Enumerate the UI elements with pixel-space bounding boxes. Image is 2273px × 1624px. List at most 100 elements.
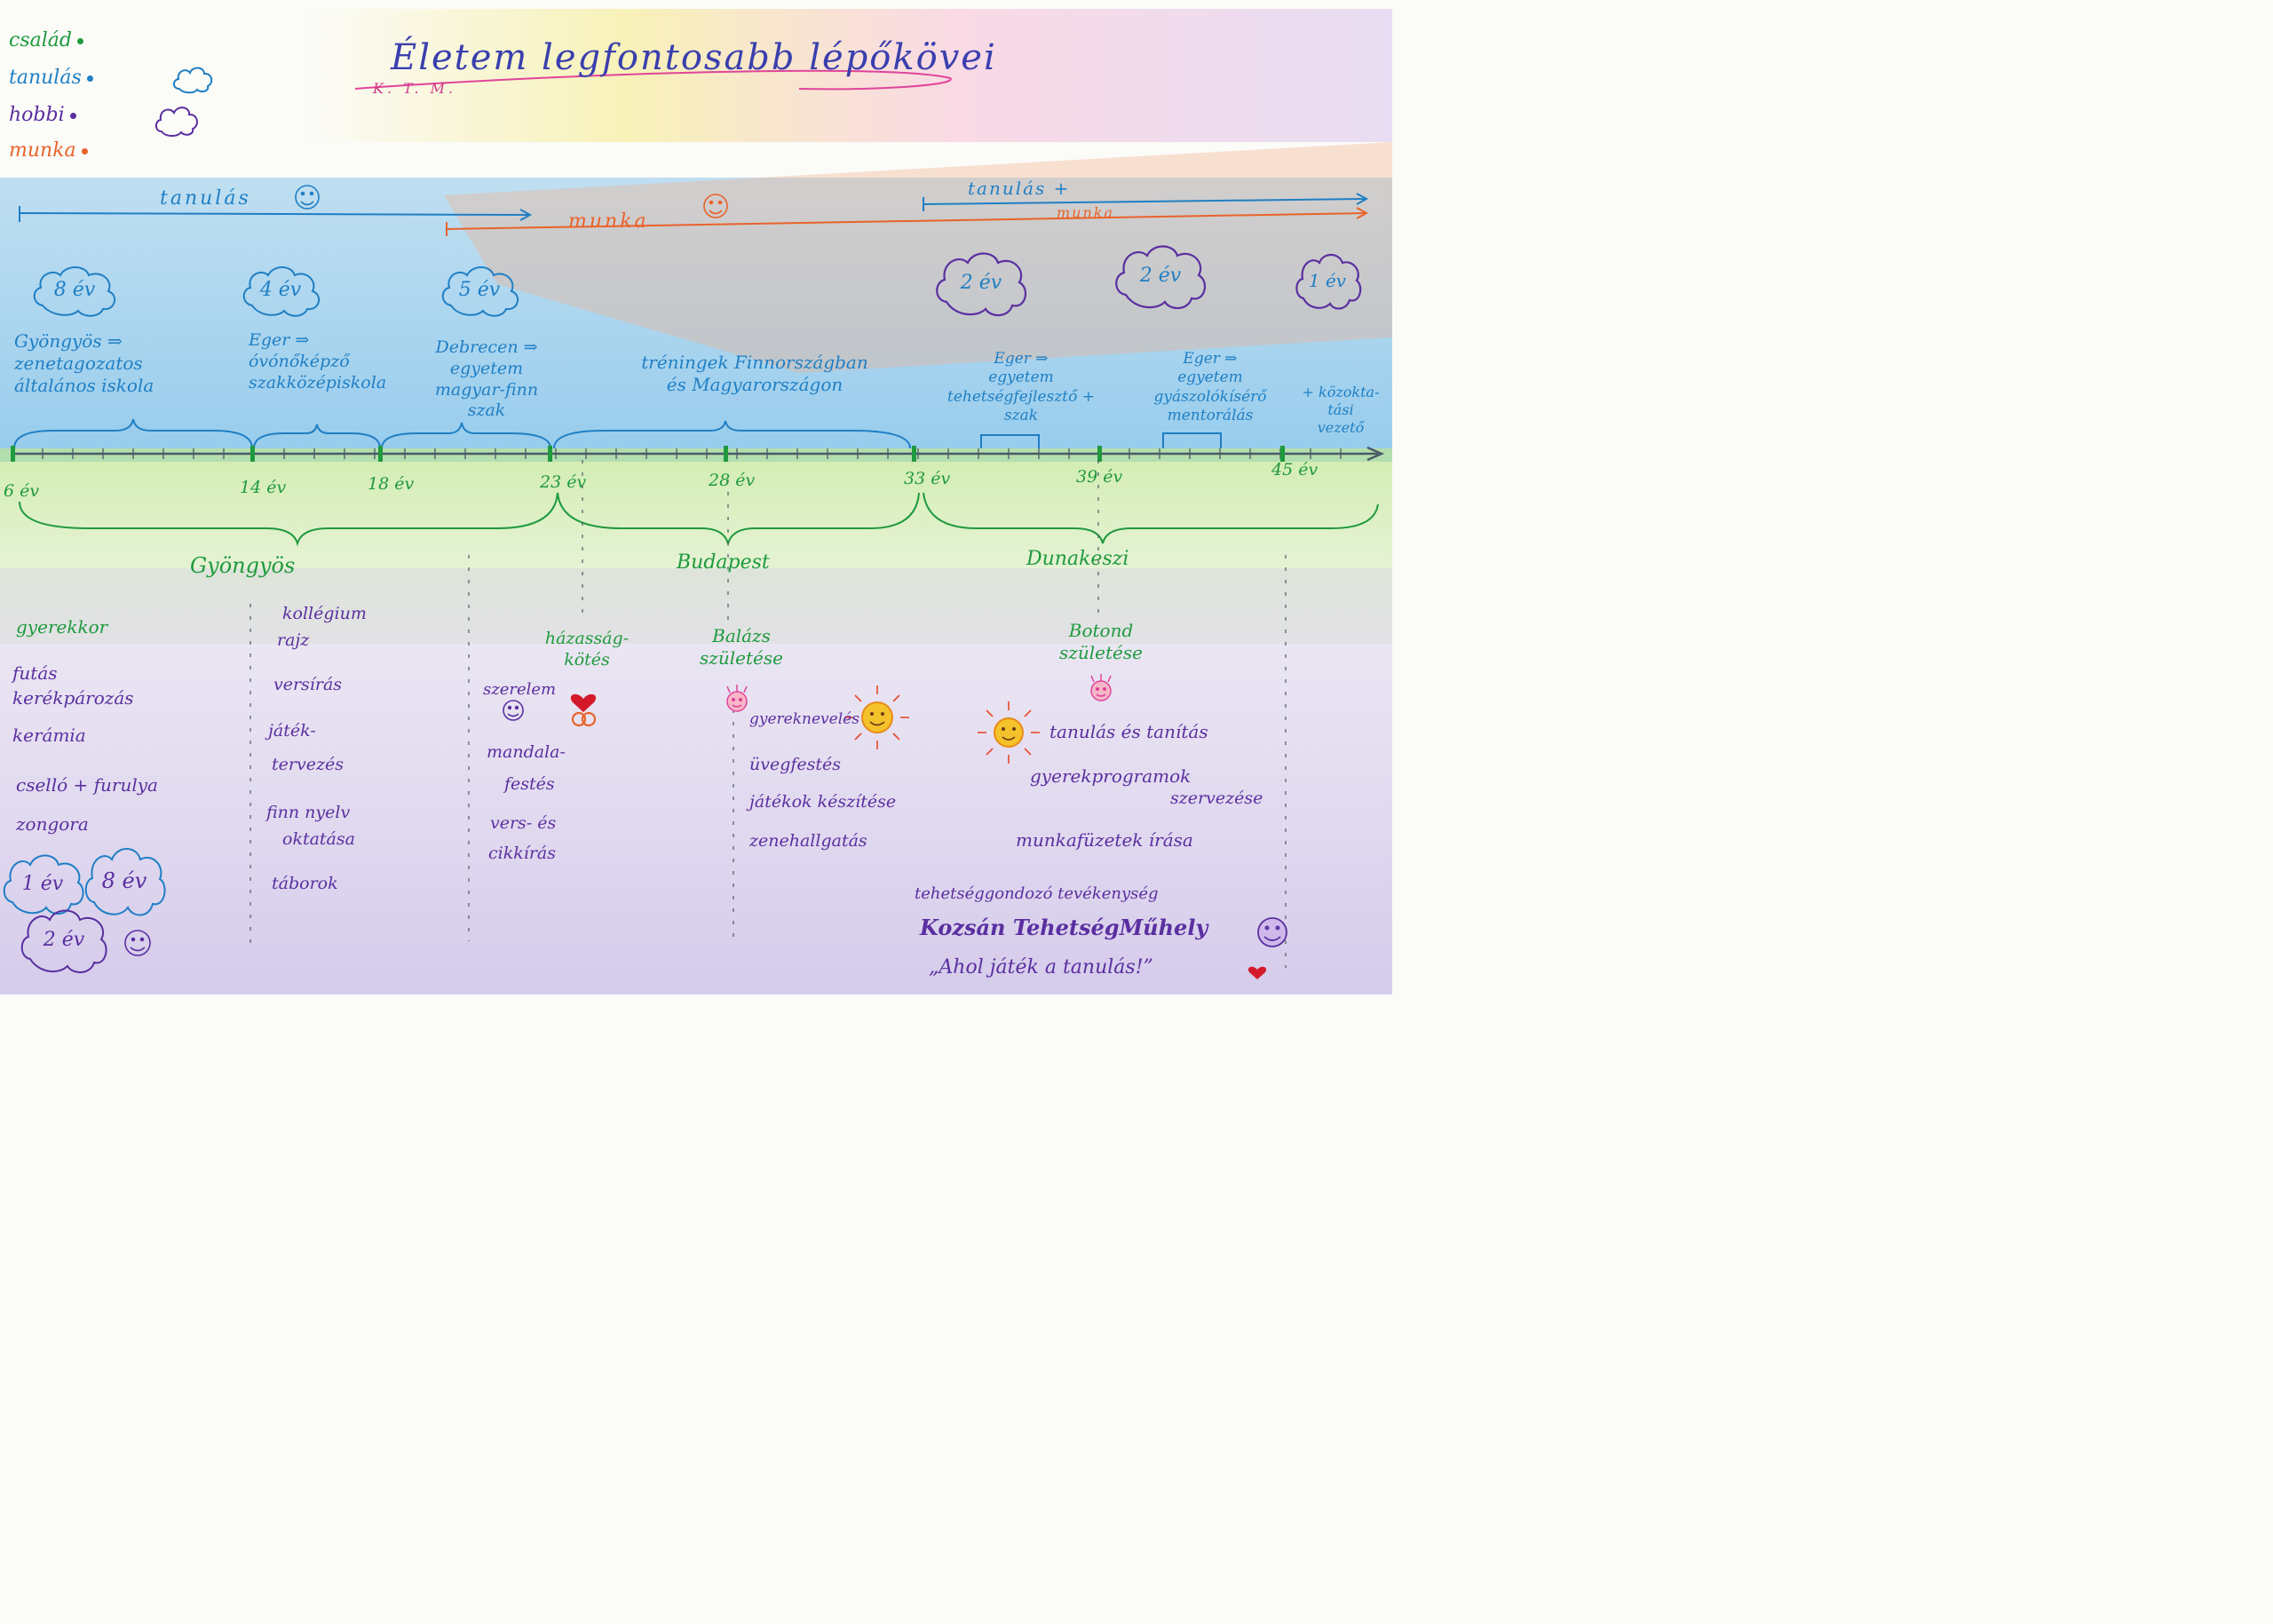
main-timeline — [11, 446, 1385, 462]
stage-line: + közokta- — [1302, 384, 1380, 400]
stage-line: tási — [1327, 401, 1354, 418]
family-event: Botond születése — [1039, 620, 1163, 664]
cloud-icon — [154, 107, 198, 137]
stage-line: szakközépiskola — [249, 372, 387, 392]
hobby-item: játékok készítése — [749, 792, 897, 812]
age-label: 28 év — [709, 471, 756, 490]
heart-icon — [1247, 966, 1267, 979]
duration-label: 2 év — [43, 928, 85, 951]
orange-crayon-band — [444, 142, 1392, 373]
learning-work-arrow-label-2: munka — [1057, 204, 1115, 221]
hobby-item: kollégium — [282, 604, 367, 623]
hobby-item: rajz — [277, 630, 310, 650]
stage-line: általános iskola — [14, 375, 154, 396]
duration-cloud: 8 év — [30, 261, 119, 318]
footer-motto: „Ahol játék a tanulás!” — [929, 956, 1153, 978]
age-label: 6 év — [4, 481, 40, 501]
legend-dot — [81, 147, 88, 154]
smiley-icon — [295, 185, 320, 210]
stage-line: Gyöngyös ⇒ — [14, 330, 123, 352]
stage-line: Eger ⇒ — [249, 330, 310, 350]
hobby-item: gyerekprogramok — [1030, 765, 1192, 787]
duration-cloud: 2 év — [1112, 240, 1209, 311]
baby-face-icon — [1090, 674, 1112, 701]
cloud-icon — [172, 67, 213, 94]
legend-item-hobby: hobbi — [9, 103, 76, 128]
hobby-item: zongora — [16, 813, 89, 835]
separators — [249, 460, 1287, 968]
author-initials: K. T. M. — [373, 80, 457, 97]
stage-line: szak — [467, 400, 506, 421]
school-braces — [13, 418, 1222, 449]
hobby-item: szerelem — [483, 680, 557, 699]
legend-dot — [86, 75, 93, 82]
footer-activity: tehetséggondozó tevékenység — [915, 884, 1159, 903]
hobby-duration-cloud: 8 év — [82, 844, 167, 918]
stage-line: vezető — [1317, 419, 1365, 436]
hobby-item: festés — [504, 774, 555, 794]
smiley-icon — [703, 194, 728, 218]
stage-line: magyar-finn — [434, 379, 539, 400]
work-arrow — [446, 207, 1369, 236]
legend-item-learning: tanulás — [9, 66, 93, 91]
smiley-icon — [503, 700, 524, 721]
legend-item-family: család — [9, 28, 83, 53]
stage-label: tréningek Finnországban és Magyarországo… — [604, 352, 906, 396]
hobby-item: cselló + furulya — [16, 774, 158, 796]
sun-icon — [978, 701, 1040, 764]
stage-label: Eger ⇒ óvónőképző szakközépiskola — [249, 330, 386, 393]
hobby-duration-cloud: 2 év — [18, 904, 110, 975]
family-event: házasság- kötés — [538, 629, 636, 671]
page-title: Életem legfontosabb lépőkövei — [391, 37, 997, 78]
event-line: kötés — [564, 649, 610, 669]
legend-label: tanulás — [9, 67, 82, 89]
hobby-item: oktatása — [282, 829, 355, 849]
hobby-item: vers- és — [490, 813, 557, 833]
stage-line: Debrecen ⇒ — [435, 337, 538, 357]
smiley-icon — [1257, 917, 1287, 947]
legend-label: munka — [9, 139, 76, 162]
legend-dot — [76, 37, 83, 44]
age-label: 14 év — [240, 478, 287, 497]
hobby-item: tanulás és tanítás — [1049, 721, 1208, 742]
hobby-item: versírás — [273, 675, 343, 694]
smiley-icon — [124, 930, 151, 956]
age-label: 39 év — [1076, 467, 1123, 487]
duration-label: 8 év — [53, 278, 96, 301]
stage-line: Eger ⇒ — [1183, 350, 1238, 368]
duration-label: 1 év — [1308, 270, 1347, 291]
learning-arrow-label: tanulás — [160, 187, 251, 210]
hobby-item: mandala- — [487, 742, 566, 762]
stage-label: Eger ⇒ egyetem gyászolókísérő mentorálás — [1126, 350, 1295, 425]
stage-line: zenetagozatos — [14, 353, 143, 374]
age-label: 23 év — [540, 472, 587, 492]
stage-line: egyetem — [1177, 368, 1243, 387]
stage-line: tréningek Finnországban — [641, 352, 868, 373]
legend-item-work: munka — [9, 139, 88, 163]
hobby-item: szervezése — [1170, 788, 1263, 808]
hobby-item: cikkírás — [488, 844, 556, 863]
drawing-canvas: Életem legfontosabb lépőkövei K. T. M. c… — [0, 0, 1392, 994]
legend-label: hobbi — [9, 104, 65, 126]
hobby-item: táborok — [272, 874, 338, 893]
legend-dot — [69, 112, 76, 119]
stage-label: Gyöngyös ⇒ zenetagozatos általános iskol… — [14, 330, 154, 397]
hobby-item: kerámia — [12, 725, 86, 746]
stage-line: szak — [1003, 406, 1039, 424]
duration-label: 8 év — [101, 868, 147, 893]
place-label: Budapest — [677, 551, 770, 574]
stage-label: + közokta- tási vezető — [1293, 384, 1389, 437]
age-label: 18 év — [368, 474, 415, 494]
hobby-item: zenehallgatás — [749, 831, 867, 851]
duration-cloud: 1 év — [1293, 249, 1362, 313]
duration-label: 2 év — [1139, 264, 1182, 287]
learning-arrow — [19, 206, 533, 222]
hobby-item: gyerekkor — [16, 616, 108, 638]
stage-line: óvónőképző — [249, 351, 350, 371]
heart-icon — [570, 693, 597, 712]
event-line: születése — [1059, 642, 1143, 663]
event-line: Balázs — [712, 625, 771, 646]
duration-label: 2 év — [960, 271, 1002, 294]
learning-work-arrow — [923, 193, 1369, 211]
top-crayon-band — [302, 9, 1392, 142]
